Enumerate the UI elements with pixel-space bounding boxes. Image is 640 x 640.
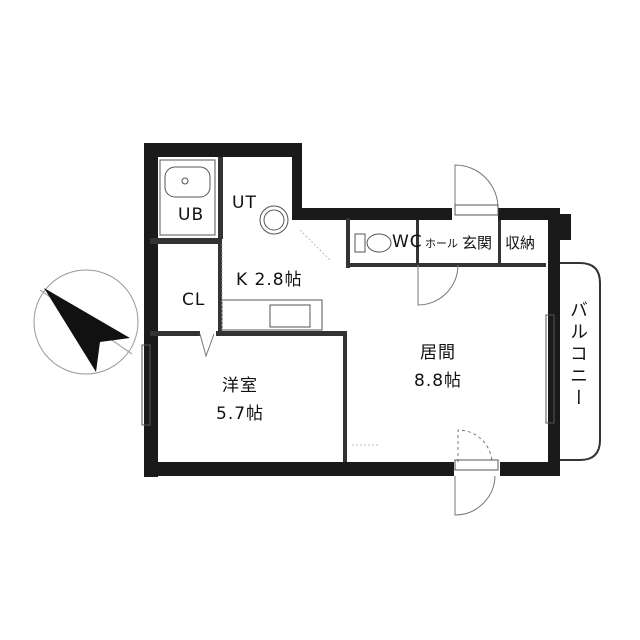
room-label-ut: UT bbox=[232, 193, 257, 213]
kitchen-counter bbox=[221, 299, 323, 331]
door-swings bbox=[199, 164, 499, 516]
room-label-western: 洋室 bbox=[222, 376, 258, 396]
room-size-western: 5.7帖 bbox=[216, 404, 265, 424]
bathtub-icon bbox=[159, 159, 216, 236]
room-label-wc: WC bbox=[392, 232, 423, 252]
room-label-living: 居間 bbox=[420, 343, 456, 363]
guide-lines bbox=[221, 229, 380, 446]
room-label-ub: UB bbox=[178, 205, 205, 225]
balcony-outline bbox=[560, 262, 601, 461]
room-label-closet: CL bbox=[182, 290, 206, 310]
room-label-entrance: 玄関 bbox=[462, 234, 493, 252]
outer-walls bbox=[144, 143, 571, 477]
room-label-balcony: バルコニー bbox=[567, 300, 588, 410]
north-arrow-icon bbox=[33, 269, 139, 375]
interior-walls bbox=[150, 157, 546, 462]
room-label-storage: 収納 bbox=[505, 234, 536, 252]
washbasin-icon bbox=[259, 205, 289, 235]
room-label-hall: ホール bbox=[425, 237, 458, 250]
toilet-icon bbox=[354, 233, 392, 253]
room-size-living: 8.8帖 bbox=[414, 371, 463, 391]
windows bbox=[141, 204, 555, 471]
room-label-kitchen: K 2.8帖 bbox=[236, 270, 303, 290]
